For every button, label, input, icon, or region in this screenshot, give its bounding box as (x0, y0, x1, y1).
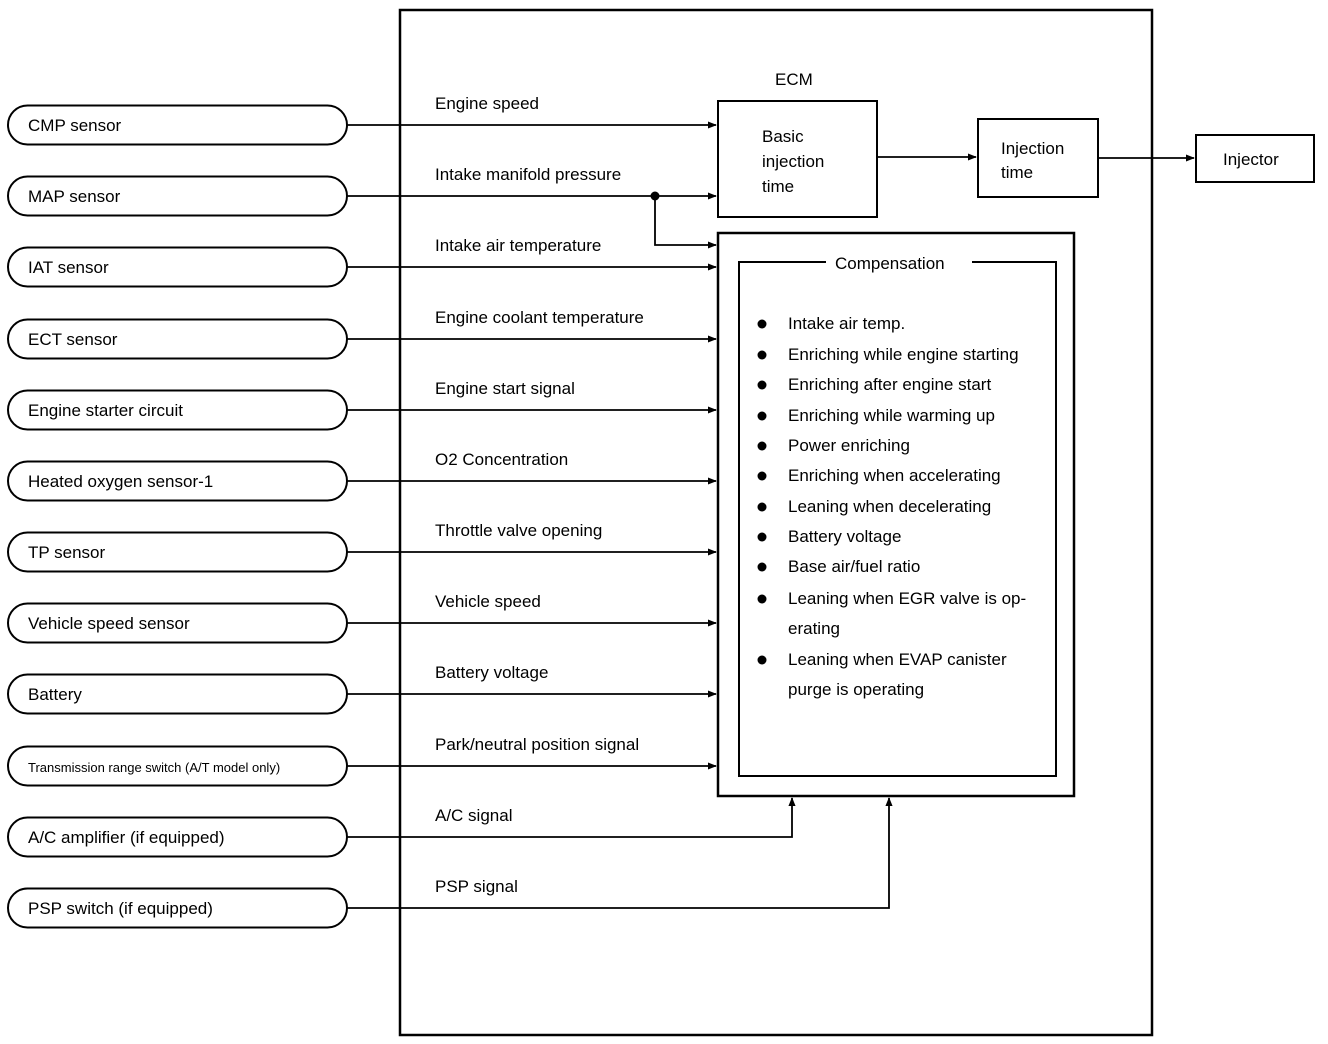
compensation-bullet (757, 380, 767, 390)
compensation-outer-box (716, 231, 1076, 798)
sensor-label: Vehicle speed sensor (28, 614, 190, 633)
compensation-inner-box (738, 261, 1057, 777)
signal-label: Engine start signal (435, 379, 575, 398)
injection-time-line-1: Injection (1001, 139, 1064, 158)
signal-label: Throttle valve opening (435, 521, 602, 540)
signal-label: Park/neutral position signal (435, 735, 639, 754)
compensation-bullet (757, 594, 767, 604)
compensation-bullet (757, 655, 767, 665)
injector-box (1195, 134, 1315, 183)
compensation-bullet (757, 319, 767, 329)
signal-label: Intake air temperature (435, 236, 601, 255)
compensation-item: Power enriching (788, 436, 910, 455)
injection-time-box (977, 118, 1099, 198)
sensor-label: Transmission range switch (A/T model onl… (28, 760, 280, 775)
compensation-item: Leaning when decelerating (788, 497, 991, 516)
compensation-item: Enriching while engine starting (788, 345, 1019, 364)
compensation-list: Intake air temp. Enriching while engine s… (757, 314, 1026, 699)
compensation-item: Leaning when EVAP canister (788, 650, 1007, 669)
ecm-frame (398, 8, 1154, 1037)
compensation-item: Intake air temp. (788, 314, 905, 333)
signal-label: Battery voltage (435, 663, 548, 682)
compensation-item: Battery voltage (788, 527, 901, 546)
basic-injection-label: Basic injection time (762, 127, 829, 196)
compensation-item: erating (788, 619, 840, 638)
injection-time-line-2: time (1001, 163, 1033, 182)
signal-arrow (347, 797, 796, 838)
sensor-label: Battery (28, 685, 82, 704)
compensation-bullet (757, 532, 767, 542)
compensation-item: Leaning when EGR valve is op- (788, 589, 1026, 608)
sensor-label: IAT sensor (28, 258, 109, 277)
compensation-item: Enriching while warming up (788, 406, 995, 425)
compensation-item: Base air/fuel ratio (788, 557, 920, 576)
sensor-label: Engine starter circuit (28, 401, 183, 420)
sensor-label: PSP switch (if equipped) (28, 899, 213, 918)
compensation-bullet (757, 411, 767, 421)
sensor-label: A/C amplifier (if equipped) (28, 828, 225, 847)
compensation-item: purge is operating (788, 680, 924, 699)
map-branch-arrow (654, 196, 717, 249)
compensation-title: Compensation (835, 254, 945, 273)
signal-label: Vehicle speed (435, 592, 541, 611)
sensor-label: MAP sensor (28, 187, 121, 206)
sensor-label: Heated oxygen sensor-1 (28, 472, 213, 491)
signal-label: A/C signal (435, 806, 512, 825)
basic-injection-line-3: time (762, 177, 794, 196)
sensor-label: ECT sensor (28, 330, 118, 349)
sensor-label: CMP sensor (28, 116, 122, 135)
injection-time-label: Injection time (1001, 139, 1069, 182)
compensation-bullet (757, 350, 767, 360)
signal-label: O2 Concentration (435, 450, 568, 469)
signal-label: PSP signal (435, 877, 518, 896)
sensor-label: TP sensor (28, 543, 106, 562)
injector-label: Injector (1223, 150, 1279, 169)
signal-label: Intake manifold pressure (435, 165, 621, 184)
basic-injection-box (717, 100, 878, 218)
signal-label: Engine speed (435, 94, 539, 113)
compensation-bullet (757, 502, 767, 512)
compensation-item: Enriching when accelerating (788, 466, 1001, 485)
compensation-item: Enriching after engine start (788, 375, 991, 394)
compensation-bullet (757, 441, 767, 451)
ecm-title: ECM (775, 70, 813, 89)
basic-injection-line-1: Basic (762, 127, 804, 146)
signal-label: Engine coolant temperature (435, 308, 644, 327)
signal-arrow (347, 797, 893, 909)
compensation-bullet (757, 562, 767, 572)
compensation-bullet (757, 471, 767, 481)
basic-injection-line-2: injection (762, 152, 824, 171)
